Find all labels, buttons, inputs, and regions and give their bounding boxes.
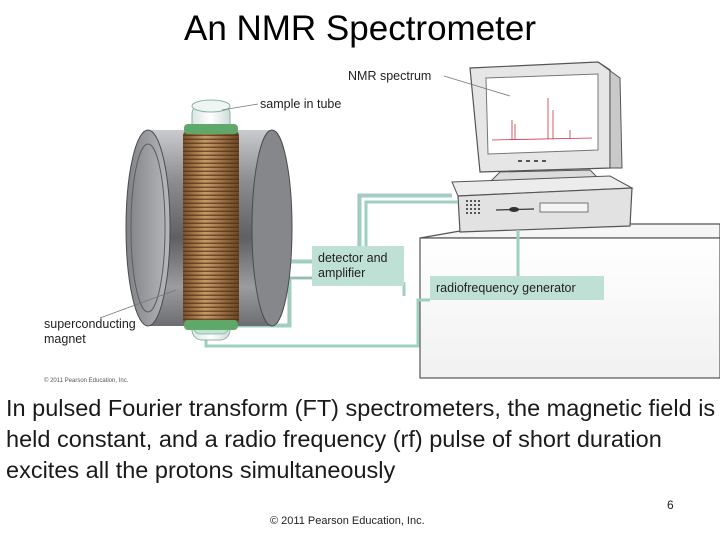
sample-in-tube-label: sample in tube: [260, 97, 341, 111]
magnet-label-line2: magnet: [44, 332, 86, 346]
rf-generator-label: radiofrequency generator: [436, 281, 576, 295]
body-text: In pulsed Fourier transform (FT) spectro…: [6, 395, 716, 483]
equipment-box: [419, 223, 720, 379]
detector-label-line2: amplifier: [318, 266, 365, 280]
footer-copyright: © 2011 Pearson Education, Inc.: [270, 515, 425, 527]
rf-coil: [183, 124, 239, 330]
magnet-label-line1: superconducting: [44, 317, 136, 331]
nmr-spectrum-label: NMR spectrum: [348, 69, 431, 83]
detector-amplifier-box: detector and amplifier: [312, 246, 404, 286]
rf-generator-box: radiofrequency generator: [430, 276, 604, 300]
label-leader-lines: [99, 75, 511, 319]
computer-monitor: [469, 61, 623, 183]
slide-title: An NMR Spectrometer: [183, 9, 537, 48]
image-credit: © 2011 Pearson Education, Inc.: [44, 377, 129, 384]
nmr-spectrometer-diagram: detector and amplifier radiofrequency ge…: [44, 61, 720, 384]
computer-cpu: [451, 175, 634, 233]
page-number: 6: [667, 498, 674, 512]
detector-label-line1: detector and: [318, 251, 388, 265]
